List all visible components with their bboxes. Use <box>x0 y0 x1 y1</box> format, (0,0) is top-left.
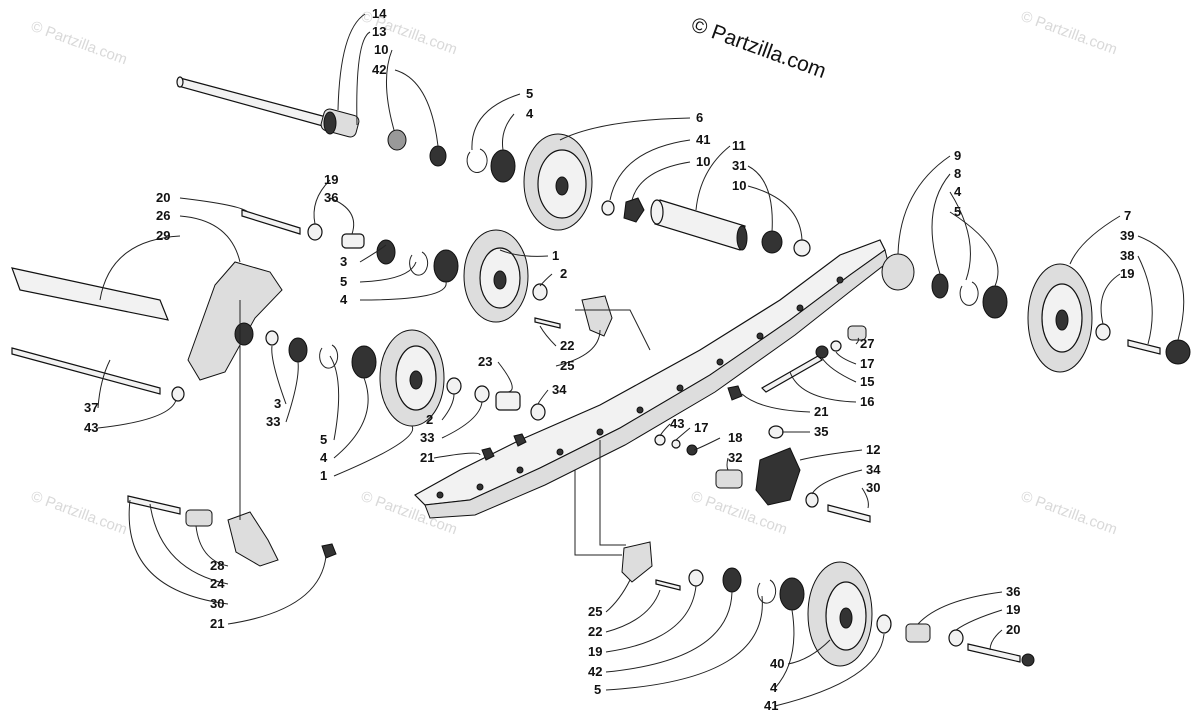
callout: 6 <box>696 110 703 125</box>
callout: 19 <box>588 644 602 659</box>
callout: 8 <box>954 166 961 181</box>
callout: 21 <box>814 404 828 419</box>
callout: 32 <box>728 450 742 465</box>
callout: 41 <box>696 132 710 147</box>
wheel-7 <box>1027 263 1093 373</box>
parts <box>11 76 1191 667</box>
pivot-arm <box>11 261 283 381</box>
callout: 10 <box>374 42 388 57</box>
callout: 25 <box>588 604 602 619</box>
callout: 31 <box>732 158 746 173</box>
callout: 5 <box>594 682 601 697</box>
wheel-6 <box>523 133 593 231</box>
callout: 42 <box>588 664 602 679</box>
bearing <box>429 145 447 167</box>
callout: 19 <box>1120 266 1134 281</box>
callout: 25 <box>560 358 574 373</box>
callout: 38 <box>1120 248 1134 263</box>
watermark: © Partzilla.com <box>29 488 130 539</box>
callout: 14 <box>372 6 387 21</box>
callout: 21 <box>210 616 224 631</box>
callout: 10 <box>696 154 710 169</box>
callout: 28 <box>210 558 224 573</box>
callout: 5 <box>320 432 327 447</box>
callout: 35 <box>814 424 828 439</box>
callout: 10 <box>732 178 746 193</box>
callout: 43 <box>670 416 684 431</box>
callout: 9 <box>954 148 961 163</box>
callout: 2 <box>560 266 567 281</box>
callout: 1 <box>552 248 559 263</box>
callout: 20 <box>1006 622 1020 637</box>
long-axle <box>176 76 360 138</box>
callout: 33 <box>420 430 434 445</box>
callout: 17 <box>860 356 874 371</box>
callout: 20 <box>156 190 170 205</box>
callout: 4 <box>340 292 348 307</box>
callout: 40 <box>770 656 784 671</box>
callout: 4 <box>320 450 328 465</box>
callout: 2 <box>426 412 433 427</box>
callout: 30 <box>210 596 224 611</box>
leader-lines <box>97 13 1185 707</box>
wheel-40 <box>807 561 873 667</box>
callout: 19 <box>1006 602 1020 617</box>
callout: 13 <box>372 24 386 39</box>
callout: 5 <box>340 274 347 289</box>
watermark: © Partzilla.com <box>1019 488 1120 539</box>
callout: 29 <box>156 228 170 243</box>
callout: 18 <box>728 430 742 445</box>
callout: 12 <box>866 442 880 457</box>
callout: 19 <box>324 172 338 187</box>
callout: 24 <box>210 576 225 591</box>
callout: 11 <box>732 138 746 153</box>
callout: 41 <box>764 698 778 713</box>
callout: 43 <box>84 420 98 435</box>
callout: 34 <box>552 382 567 397</box>
callout: 42 <box>372 62 386 77</box>
callout: 7 <box>1124 208 1131 223</box>
tube-11 <box>650 199 748 251</box>
callout: 1 <box>320 468 327 483</box>
callout: 15 <box>860 374 874 389</box>
bearing <box>490 149 516 183</box>
callout: 27 <box>860 336 874 351</box>
callout: 17 <box>694 420 708 435</box>
callout: 3 <box>340 254 347 269</box>
callout: 5 <box>526 86 533 101</box>
slide-rail <box>414 239 889 519</box>
callout: 16 <box>860 394 874 409</box>
callout: 3 <box>274 396 281 411</box>
callout: 23 <box>478 354 492 369</box>
callout: 5 <box>954 204 961 219</box>
wheel-1-lower <box>379 329 445 427</box>
watermark: © Partzilla.com <box>29 18 130 69</box>
callout: 33 <box>266 414 280 429</box>
callout: 30 <box>866 480 880 495</box>
callout: 39 <box>1120 228 1134 243</box>
callout: 26 <box>156 208 170 223</box>
bushing <box>387 129 407 151</box>
callouts: 14 13 10 42 5 4 6 41 10 11 31 10 9 8 4 5… <box>84 6 1134 713</box>
callout: 34 <box>866 462 881 477</box>
watermark: © Partzilla.com <box>1019 8 1120 59</box>
callout: 4 <box>954 184 962 199</box>
copyright-text: © Partzilla.com <box>688 13 829 83</box>
callout: 4 <box>526 106 534 121</box>
wheel-1-upper <box>463 229 529 323</box>
callout: 22 <box>588 624 602 639</box>
callout: 22 <box>560 338 574 353</box>
callout: 4 <box>770 680 778 695</box>
callout: 36 <box>324 190 338 205</box>
callout: 21 <box>420 450 434 465</box>
callout: 36 <box>1006 584 1020 599</box>
callout: 37 <box>84 400 98 415</box>
